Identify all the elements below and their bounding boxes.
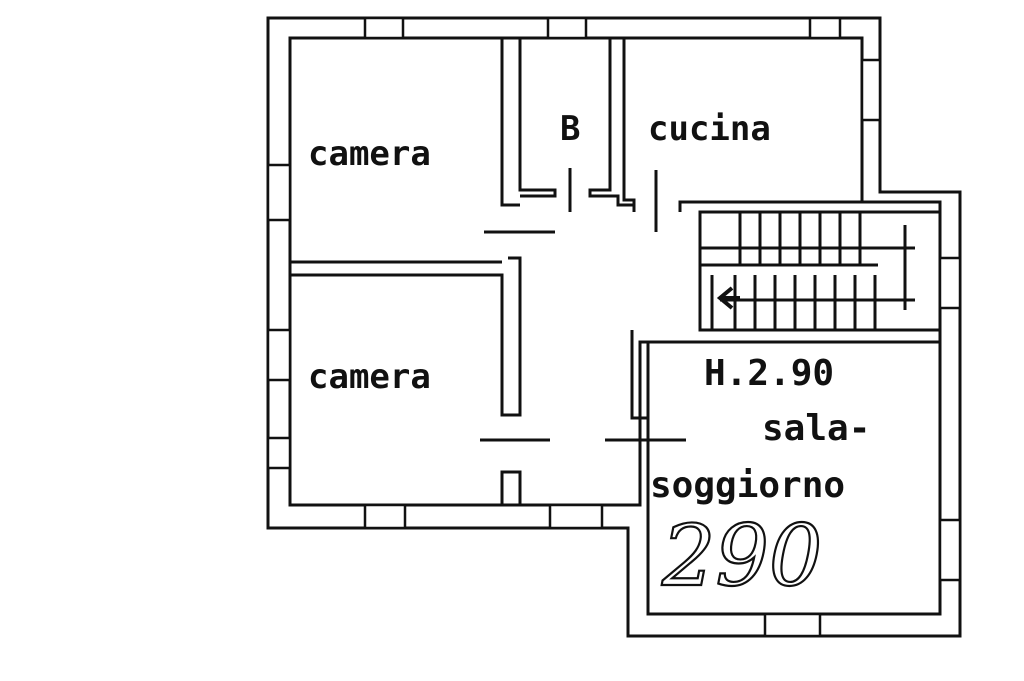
label-living-1: sala- xyxy=(762,408,870,449)
windows xyxy=(266,16,962,638)
window-left-1 xyxy=(266,163,292,222)
window-right-3 xyxy=(938,518,962,582)
handwritten-number: 290 xyxy=(661,507,822,605)
window-left-2 xyxy=(266,328,292,382)
window-bottom-3 xyxy=(763,612,822,638)
label-bath: B xyxy=(560,109,580,149)
stairs xyxy=(698,210,942,332)
wall-bath xyxy=(518,38,634,207)
stairs-handrail xyxy=(700,225,915,310)
window-bottom-1 xyxy=(363,503,407,530)
label-camera-bottom: camera xyxy=(308,357,431,397)
stairs-arrow xyxy=(716,286,740,310)
window-right-1 xyxy=(860,58,882,122)
stairs-landing xyxy=(700,263,878,330)
window-top-3 xyxy=(808,16,842,40)
label-living-2: soggiorno xyxy=(650,465,845,506)
label-kitchen: cucina xyxy=(648,109,771,149)
window-top-2 xyxy=(546,16,588,40)
stairs-treads xyxy=(733,212,877,330)
window-top-1 xyxy=(363,16,405,40)
label-camera-top: camera xyxy=(308,134,431,174)
window-right-2 xyxy=(938,256,962,310)
wall-camera-bottom xyxy=(290,256,628,507)
label-living-height: H.2.90 xyxy=(704,353,834,394)
wall-living xyxy=(630,330,940,420)
window-bottom-2 xyxy=(548,503,604,530)
window-left-3 xyxy=(266,436,292,470)
